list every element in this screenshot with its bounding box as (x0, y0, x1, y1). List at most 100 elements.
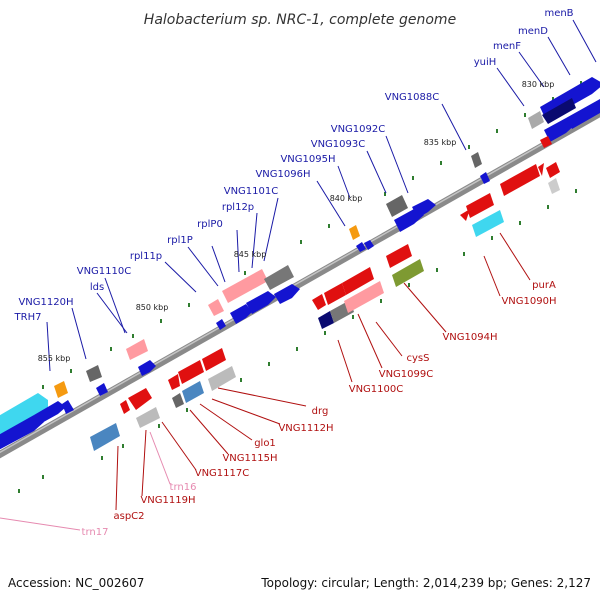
gene-label-VNG1093C: VNG1093C (311, 139, 366, 150)
gene-label-aspC2: aspC2 (113, 511, 144, 522)
gene-block (324, 283, 346, 305)
gene-block (0, 393, 48, 434)
gene-label-menD: menD (518, 26, 548, 37)
gene-block (0, 415, 44, 450)
gene-block (54, 381, 68, 398)
scale-label: 840 kbp (330, 194, 363, 203)
gene-label-purA: purA (532, 280, 556, 291)
gene-block (392, 259, 424, 287)
gene-block (466, 193, 494, 218)
gene-block (202, 348, 226, 371)
gene-label-trn16: trn16 (170, 482, 197, 493)
scale-label: 850 kbp (136, 303, 169, 312)
gene-block (120, 400, 130, 414)
gene-block (349, 225, 360, 240)
gene-block (86, 365, 102, 382)
gene-label-VNG1092C: VNG1092C (331, 124, 386, 135)
gene-label-rpl1P: rpl1P (167, 235, 193, 246)
forward-leader-lines (46, 19, 597, 372)
gene-label-rpl12p: rpl12p (222, 202, 254, 213)
rna-leader-lines (0, 431, 171, 531)
scale-labels: 830 kbp 835 kbp 840 kbp 845 kbp 850 kbp … (38, 80, 555, 363)
gene-label-cysS: cysS (407, 353, 430, 364)
gene-block (412, 199, 436, 218)
genome-backbone (0, 109, 600, 459)
gene-block (538, 163, 544, 176)
gene-block (546, 162, 560, 178)
gene-label-yuiH: yuiH (474, 57, 497, 68)
gene-block (172, 393, 184, 408)
gene-label-trn17: trn17 (82, 527, 109, 538)
gene-label-VNG1090H: VNG1090H (501, 296, 556, 307)
gene-block (386, 195, 408, 217)
gene-block (34, 401, 66, 424)
gene-block (364, 240, 374, 250)
gene-block (544, 118, 576, 142)
forward-gene-blocks (0, 77, 600, 450)
inner-tick-row (42, 81, 582, 389)
gene-block (128, 388, 152, 410)
gene-label-drg: drg (312, 406, 329, 417)
gene-block (500, 164, 540, 196)
gene-label-menF: menF (493, 41, 521, 52)
forward-gene-labels: menB menD menF yuiH VNG1088C VNG1092C VN… (14, 8, 574, 323)
rna-gene-labels: trn16 trn17 (82, 482, 197, 538)
gene-block (548, 178, 560, 194)
gene-block (138, 360, 156, 376)
gene-label-menB: menB (544, 8, 573, 19)
scale-label: 845 kbp (234, 250, 267, 259)
gene-block (168, 374, 180, 390)
scale-label: 830 kbp (522, 80, 555, 89)
gene-block (542, 98, 576, 124)
gene-block (230, 304, 252, 324)
accession-text: Accession: NC_002607 (8, 576, 144, 590)
gene-label-VNG1119H: VNG1119H (140, 495, 195, 506)
gene-block (178, 360, 204, 384)
gene-label-VNG1120H: VNG1120H (18, 297, 73, 308)
reverse-leader-lines (115, 232, 531, 511)
gene-block (528, 111, 544, 129)
gene-label-VNG1112H: VNG1112H (278, 423, 333, 434)
reverse-gene-labels: purA VNG1090H VNG1094H cysS VNG1099C VNG… (113, 280, 556, 522)
gene-block (344, 281, 384, 313)
outer-tick-row (18, 189, 577, 493)
gene-block (274, 284, 300, 304)
gene-block (540, 136, 552, 148)
gene-label-VNG1095H: VNG1095H (280, 154, 335, 165)
scale-label: 855 kbp (38, 354, 71, 363)
gene-block (136, 407, 160, 428)
gene-block (208, 299, 224, 316)
gene-block (386, 244, 412, 268)
gene-label-VNG1099C: VNG1099C (379, 369, 434, 380)
gene-label-VNG1110C: VNG1110C (77, 266, 132, 277)
gene-label-TRH7: TRH7 (14, 312, 42, 323)
gene-label-VNG1115H: VNG1115H (222, 453, 277, 464)
gene-label-VNG1088C: VNG1088C (385, 92, 440, 103)
gene-block (208, 366, 236, 391)
gene-label-VNG1117C: VNG1117C (195, 468, 250, 479)
gene-block (222, 269, 268, 303)
gene-block (342, 267, 374, 295)
gene-label-VNG1100C: VNG1100C (349, 384, 404, 395)
genome-summary-text: Topology: circular; Length: 2,014,239 bp… (260, 576, 591, 590)
gene-block (264, 265, 294, 290)
gene-label-lds: lds (90, 282, 104, 293)
gene-label-rpl11p: rpl11p (130, 251, 162, 262)
gene-block (182, 381, 204, 403)
gene-block (318, 311, 334, 329)
gene-label-VNG1094H: VNG1094H (442, 332, 497, 343)
gene-block (312, 294, 326, 310)
gene-block (216, 319, 226, 330)
gene-label-VNG1101C: VNG1101C (224, 186, 279, 197)
gene-block (471, 152, 482, 168)
gene-label-glo1: glo1 (254, 438, 276, 449)
gene-label-VNG1096H: VNG1096H (255, 169, 310, 180)
gene-block (460, 209, 470, 221)
gene-block (246, 291, 276, 314)
gene-block (62, 400, 74, 414)
gene-block (480, 172, 490, 184)
gene-block (90, 423, 120, 451)
gene-block (126, 339, 148, 360)
